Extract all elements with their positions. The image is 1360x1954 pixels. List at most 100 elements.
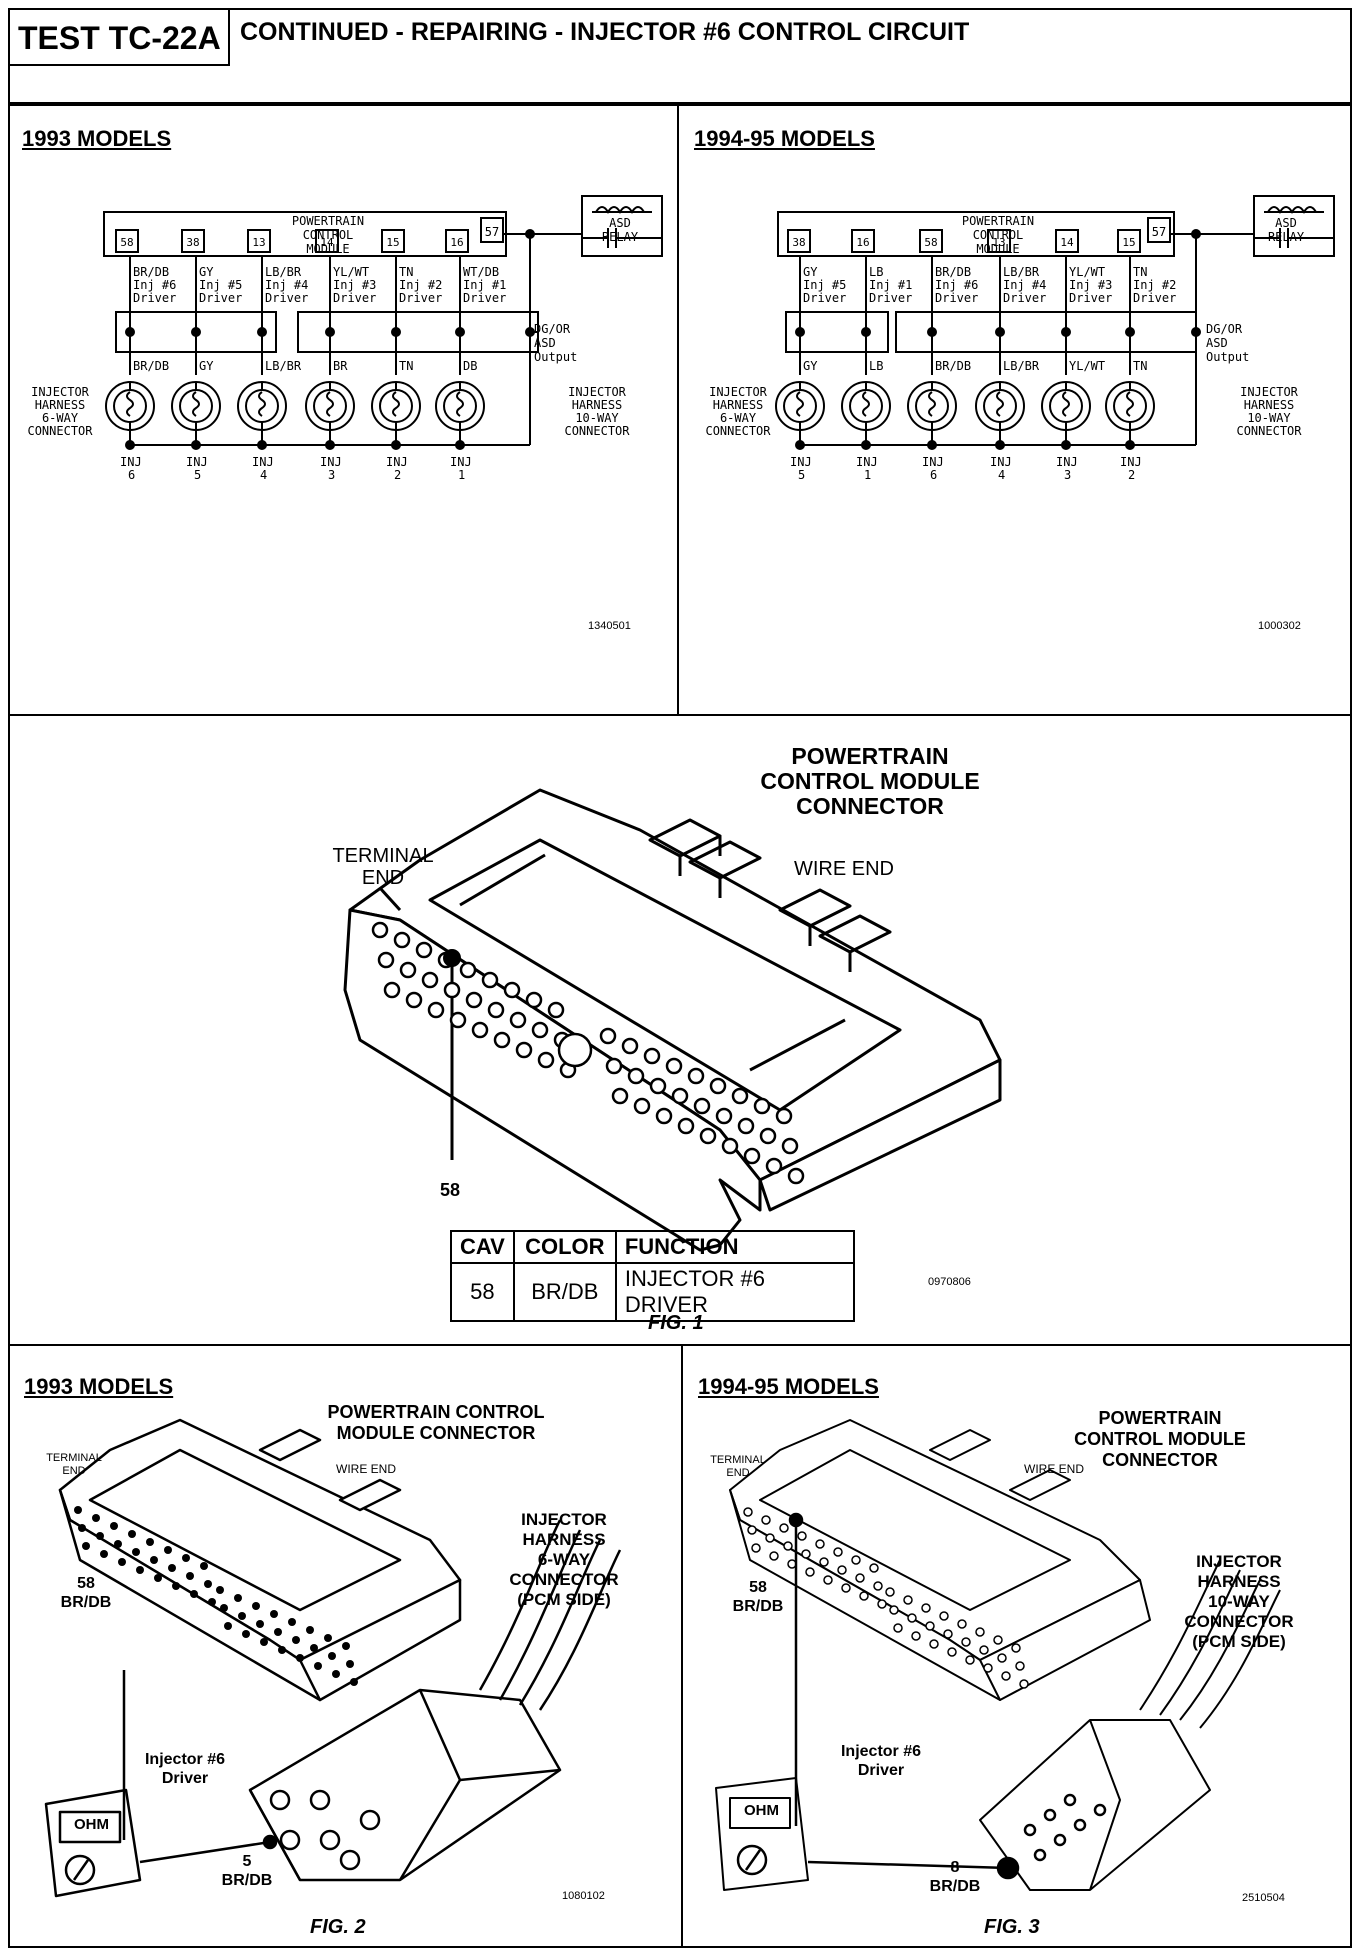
driver-label: Driver	[1069, 291, 1112, 305]
harness-10way-connector	[895, 311, 1197, 353]
wire-end-label: WIRE END	[794, 858, 894, 880]
heading-1994-95: 1994-95 MODELS	[698, 1374, 879, 1399]
driver-label: Inj #3	[333, 278, 376, 292]
driver-label: LB	[869, 265, 883, 279]
driver-label: TN	[399, 265, 413, 279]
driver-label: LB/BR	[1003, 265, 1040, 279]
terminal-58	[919, 229, 943, 253]
terminal-38	[181, 229, 205, 253]
cavity-table: CAV COLOR FUNCTION 58 BR/DB INJECTOR #6 …	[450, 1230, 855, 1322]
wire-end-label: WIRE END	[1024, 1462, 1084, 1476]
ohm-meter: OHM	[744, 1802, 779, 1819]
terminal-16	[851, 229, 875, 253]
wire-color-label: BR/DB	[133, 359, 169, 373]
driver-label: Driver	[463, 291, 506, 305]
wire-color-label: BR	[333, 359, 348, 373]
bottom-panel	[8, 1344, 1352, 1948]
injector-number: 2	[394, 468, 401, 482]
wire-color-label: YL/WT	[1069, 359, 1105, 373]
driver-label: Driver	[199, 291, 242, 305]
terminal-label: 13	[252, 236, 265, 249]
wire-color-label: LB/BR	[1003, 359, 1040, 373]
driver-label: YL/WT	[1069, 265, 1105, 279]
wire-color-label: BR/DB	[935, 359, 971, 373]
injector-label: INJ	[186, 455, 208, 469]
terminal-14	[315, 229, 339, 253]
test-id-box: TEST TC-22A	[8, 8, 230, 66]
driver-label: Driver	[1133, 291, 1176, 305]
driver-label: GY	[803, 265, 818, 279]
table-row: 58 BR/DB INJECTOR #6 DRIVER	[450, 1262, 855, 1322]
injector-number: 5	[194, 468, 201, 482]
injector-label: INJ	[1120, 455, 1142, 469]
terminal-label: 38	[186, 236, 199, 249]
terminal-13	[247, 229, 271, 253]
terminal-16	[445, 229, 469, 253]
driver-label: Driver	[133, 291, 176, 305]
driver-label: Driver	[1003, 291, 1046, 305]
driver-label: Inj #2	[1133, 278, 1176, 292]
asd-relay	[581, 195, 663, 257]
terminal-label: 16	[450, 236, 463, 249]
wire-color-label: LB	[869, 359, 883, 373]
terminal-label: 13	[992, 236, 1005, 249]
terminal-13	[987, 229, 1011, 253]
heading-1993: 1993 MODELS	[22, 126, 172, 151]
figure-ref: 0970806	[928, 1276, 971, 1288]
driver-label: Inj #4	[1003, 278, 1046, 292]
terminal-14	[1055, 229, 1079, 253]
terminal-label: 16	[856, 236, 869, 249]
figure-ref: 1000302	[1258, 620, 1301, 632]
driver-label: TN	[1133, 265, 1147, 279]
injector-label: INJ	[320, 455, 342, 469]
cell-color: BR/DB	[512, 1262, 617, 1322]
terminal-15	[381, 229, 405, 253]
col-color: COLOR	[512, 1230, 617, 1264]
harness-6way-connector	[785, 311, 889, 353]
driver-label: Inj #6	[935, 278, 978, 292]
wire-color-label: GY	[199, 359, 214, 373]
figure-caption: FIG. 1	[648, 1312, 704, 1334]
injector-number: 2	[1128, 468, 1135, 482]
wire-color-label: LB/BR	[265, 359, 302, 373]
driver-label: Driver	[803, 291, 846, 305]
figure-ref: 1340501	[588, 620, 631, 632]
figure-caption: FIG. 3	[984, 1916, 1040, 1938]
injector-label: INJ	[252, 455, 274, 469]
injector-label: INJ	[790, 455, 812, 469]
terminal-label: 14	[320, 236, 334, 249]
injector-number: 1	[458, 468, 465, 482]
driver-label: Inj #3	[1069, 278, 1112, 292]
injector-label: INJ	[990, 455, 1012, 469]
driver-label: Driver	[265, 291, 308, 305]
injector-number: 6	[930, 468, 937, 482]
terminal-label: 58	[924, 236, 937, 249]
driver-label: BR/DB	[935, 265, 971, 279]
terminal-58	[115, 229, 139, 253]
driver-label: WT/DB	[463, 265, 499, 279]
driver-label: Driver	[935, 291, 978, 305]
driver-label: Inj #4	[265, 278, 308, 292]
figure-ref: 2510504	[1242, 1892, 1285, 1904]
terminal-label: 15	[1122, 236, 1135, 249]
injector-number: 6	[128, 468, 135, 482]
injector-number: 1	[864, 468, 871, 482]
injector-label: INJ	[922, 455, 944, 469]
driver-label: Inj #1	[869, 278, 912, 292]
pin-58-callout: 58	[440, 1180, 461, 1200]
driver-label: Inj #6	[133, 278, 176, 292]
terminal-15	[1117, 229, 1141, 253]
driver-label: Driver	[869, 291, 912, 305]
injector-label: INJ	[450, 455, 472, 469]
injector-number: 3	[1064, 468, 1071, 482]
